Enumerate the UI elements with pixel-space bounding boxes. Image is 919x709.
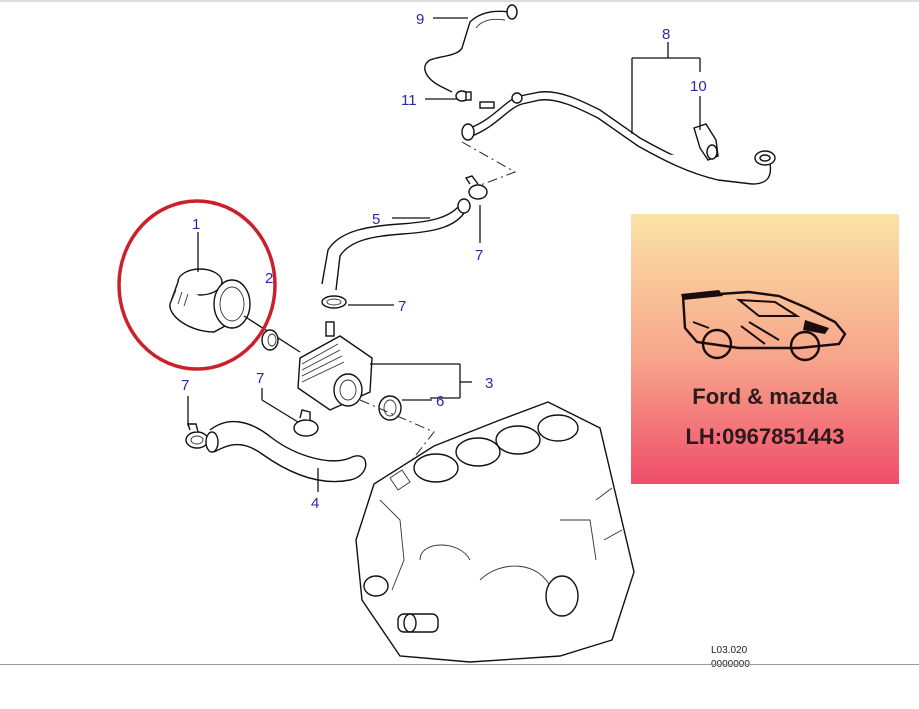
clamp-7-top [464,175,488,200]
ad-banner: Ford & mazda LH:0967851443 [631,214,899,484]
oil-filter [169,268,251,333]
callout-5: 5 [372,211,380,228]
bottom-divider [0,664,919,665]
callout-7-lower: 7 [256,370,264,387]
callout-11: 11 [401,92,417,109]
clamp-7-left [185,423,209,449]
clamp-7-lower [293,409,319,437]
ad-brand-text: Ford & mazda [692,384,838,409]
callout-9: 9 [416,11,424,28]
engine-block [355,401,635,663]
callout-10: 10 [690,78,707,95]
callout-7-top: 7 [475,247,483,264]
bracket-10 [693,123,719,161]
callout-7-left: 7 [181,377,189,394]
sports-car-icon [681,290,847,362]
hose-4 [205,420,367,483]
pipe-8 [461,91,776,185]
hose-9 [424,4,518,93]
hose-5 [321,198,471,291]
callout-4: 4 [311,495,319,512]
oil-cooler [297,321,373,411]
seal-2 [261,329,279,351]
reference-code: L03.020 [711,645,748,656]
callout-2: 2 [265,270,273,287]
callout-3: 3 [485,375,493,392]
callout-1: 1 [192,216,200,233]
callout-8: 8 [662,26,670,43]
highlight-circle [117,199,277,371]
callout-6: 6 [436,393,444,410]
clamp-11 [455,90,472,102]
callout-7-mid: 7 [398,298,406,315]
clamp-7-mid [321,295,347,309]
ad-phone-text: LH:0967851443 [685,424,845,449]
